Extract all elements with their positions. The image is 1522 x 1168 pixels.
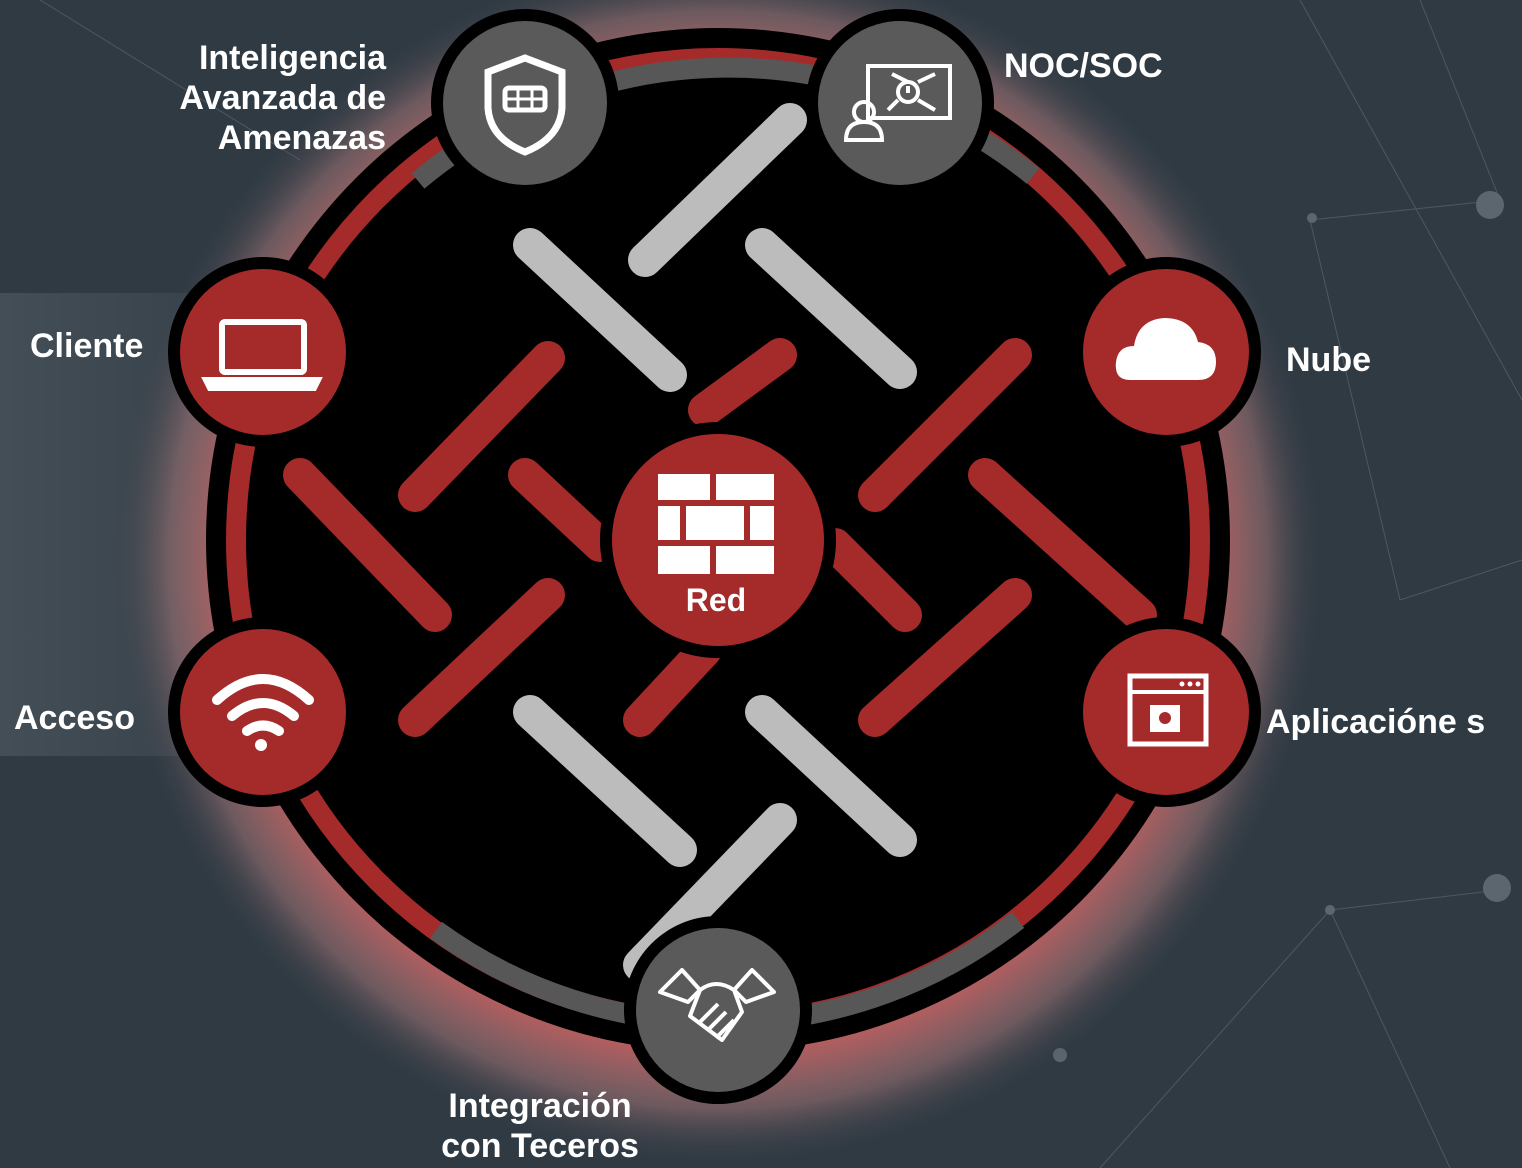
label-line: NOC/SOC bbox=[1004, 47, 1163, 85]
label-line: Cliente bbox=[30, 327, 144, 365]
label-line: con Teceros bbox=[441, 1127, 639, 1166]
label-line: Aplicacióne s bbox=[1266, 703, 1486, 741]
cloud-icon bbox=[1115, 318, 1216, 380]
center-node-red[interactable] bbox=[600, 422, 836, 658]
handshake-icon bbox=[658, 968, 776, 1042]
label-line: Inteligencia bbox=[198, 39, 386, 77]
label-access: Acceso bbox=[14, 698, 135, 738]
node-threat-intel[interactable] bbox=[431, 9, 619, 197]
shield-icon bbox=[484, 54, 566, 156]
firewall-brick-icon bbox=[658, 474, 774, 574]
label-line: Nube bbox=[1286, 341, 1371, 379]
node-client[interactable] bbox=[168, 257, 358, 447]
label-line: Acceso bbox=[14, 699, 135, 737]
label-line: Amenazas bbox=[217, 119, 386, 158]
label-client: Cliente bbox=[30, 326, 143, 366]
label-threat-intel: Inteligencia Avanzada de Amenazas bbox=[150, 38, 386, 158]
network-presentation-icon bbox=[843, 64, 952, 142]
node-cloud[interactable] bbox=[1071, 257, 1261, 447]
node-third-party[interactable] bbox=[624, 916, 812, 1104]
label-apps: Aplicacióne s bbox=[1266, 702, 1485, 742]
label-noc-soc: NOC/SOC bbox=[1004, 46, 1163, 86]
wifi-icon bbox=[212, 674, 314, 751]
node-apps[interactable] bbox=[1071, 617, 1261, 807]
laptop-icon bbox=[201, 319, 323, 391]
background-network bbox=[39, 0, 1522, 1168]
node-access[interactable] bbox=[168, 617, 358, 807]
label-third-party: Integración con Teceros bbox=[410, 1086, 670, 1166]
label-cloud: Nube bbox=[1286, 340, 1371, 380]
node-noc-soc[interactable] bbox=[806, 9, 994, 197]
label-line: Integración bbox=[448, 1087, 632, 1125]
center-label-red: Red bbox=[685, 582, 747, 618]
weave-pattern bbox=[283, 103, 1157, 982]
label-line: Avanzada de bbox=[179, 79, 386, 118]
app-window-gear-icon bbox=[1127, 673, 1209, 747]
